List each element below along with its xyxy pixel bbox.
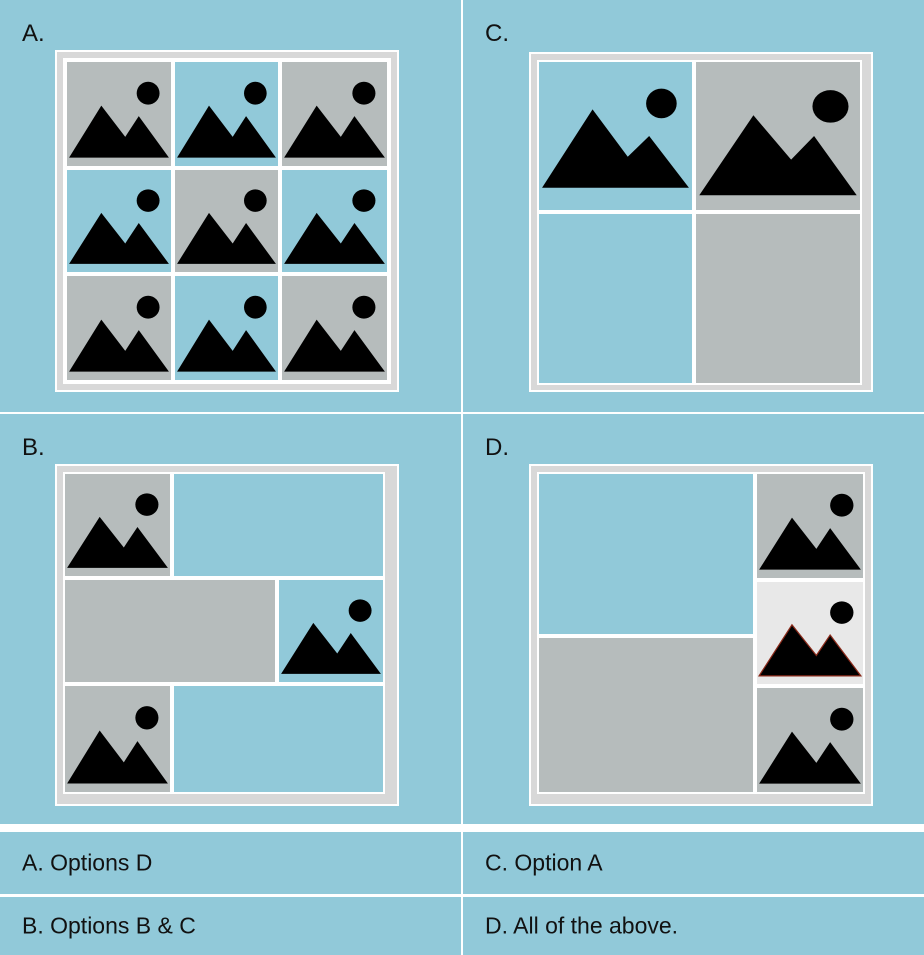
photo-placeholder: [537, 636, 755, 794]
photo-placeholder: [172, 472, 385, 578]
photo-thumbnail: [63, 472, 172, 578]
mountain-sun-icon: [281, 599, 381, 674]
mountain-sun-icon: [284, 81, 385, 158]
answer-b[interactable]: B. Options B & C: [0, 897, 461, 955]
mountain-sun-icon: [69, 189, 169, 264]
mountain-sun-icon: [284, 295, 385, 372]
mountain-sun-icon: [759, 707, 861, 784]
option-c-layout-frame: [529, 52, 873, 392]
photo-thumbnail: [65, 168, 173, 274]
mountain-sun-icon: [69, 295, 169, 372]
photo-placeholder: [537, 472, 755, 636]
mountain-sun-icon: [177, 81, 276, 158]
answer-c-text: C. Option A: [485, 849, 603, 876]
mountain-sun-icon: [67, 493, 168, 568]
photo-thumbnail: [173, 60, 280, 168]
option-b-label: B.: [22, 434, 45, 461]
mountain-sun-icon: [177, 189, 276, 264]
photo-thumbnail: [65, 60, 173, 168]
answer-a[interactable]: A. Options D: [0, 832, 461, 894]
photo-thumbnail: [755, 472, 865, 580]
photo-thumbnail: [755, 686, 865, 794]
option-a-grid: [63, 58, 391, 384]
answer-d[interactable]: D. All of the above.: [463, 897, 924, 955]
option-a-label: A.: [22, 20, 45, 47]
photo-placeholder: [694, 212, 862, 385]
photo-thumbnail: [694, 60, 862, 212]
option-c-panel[interactable]: C.: [463, 0, 924, 412]
photo-thumbnail: [755, 580, 865, 686]
answer-d-text: D. All of the above.: [485, 912, 679, 939]
photo-thumbnail: [280, 168, 389, 274]
option-d-panel[interactable]: D.: [463, 414, 924, 824]
option-d-layout-frame: [529, 464, 873, 806]
photo-thumbnail: [280, 274, 389, 382]
option-b-layout-frame: [55, 464, 399, 806]
photo-placeholder: [63, 578, 277, 684]
mountain-sun-icon: [759, 493, 861, 570]
photo-placeholder: [537, 212, 694, 385]
mountain-sun-icon: [69, 81, 169, 158]
mountain-sun-icon: [757, 601, 863, 677]
photo-thumbnail: [173, 274, 280, 382]
answer-c[interactable]: C. Option A: [463, 832, 924, 894]
photo-thumbnail: [173, 168, 280, 274]
photo-thumbnail: [537, 60, 694, 212]
option-a-layout-frame: [55, 50, 399, 392]
photo-thumbnail: [277, 578, 385, 684]
mountain-sun-icon: [67, 706, 168, 784]
answer-b-text: B. Options B & C: [22, 912, 196, 939]
option-d-label: D.: [485, 434, 509, 461]
answer-a-text: A. Options D: [22, 849, 153, 876]
photo-placeholder: [172, 684, 385, 794]
mountain-sun-icon: [284, 189, 385, 264]
photo-thumbnail: [280, 60, 389, 168]
option-b-panel[interactable]: B.: [0, 414, 461, 824]
photo-thumbnail: [63, 684, 172, 794]
mountain-sun-icon: [699, 90, 857, 196]
option-a-panel[interactable]: A.: [0, 0, 461, 412]
photo-thumbnail: [65, 274, 173, 382]
mountain-sun-icon: [177, 295, 276, 372]
mountain-sun-icon: [542, 88, 689, 188]
option-c-label: C.: [485, 20, 509, 47]
